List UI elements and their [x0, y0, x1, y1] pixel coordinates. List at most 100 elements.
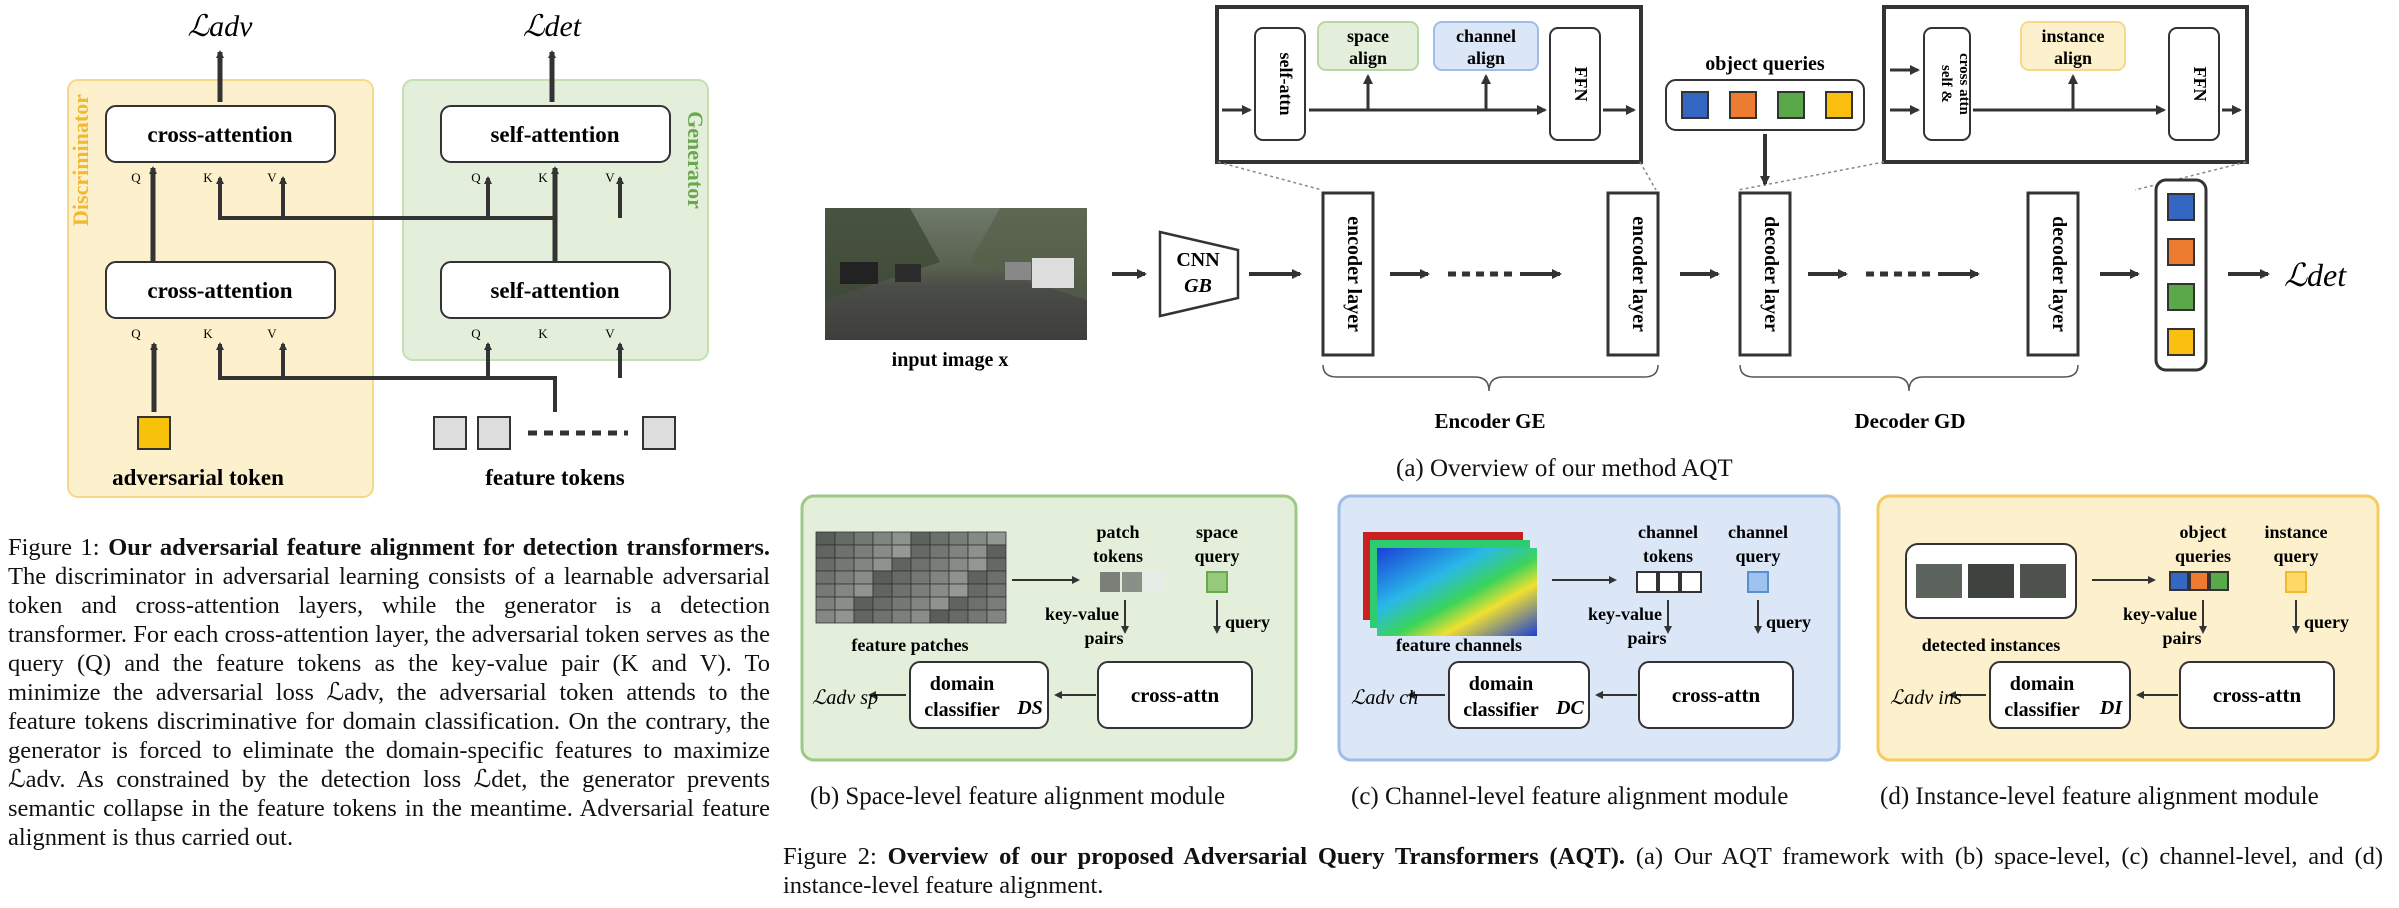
self-cross-attn-block [1923, 27, 1971, 141]
feature-patch [891, 583, 912, 598]
cross-attn-box [1638, 661, 1794, 729]
feature-patch [948, 557, 969, 572]
object-queries-box [1665, 79, 1865, 131]
figure2d-diagram: detected instances object queries instan… [1876, 494, 2380, 762]
svg-text:query: query [1736, 546, 1781, 566]
encoder-layer-n [1606, 191, 1660, 357]
svg-text:ℒadv ins: ℒadv ins [1890, 687, 1962, 709]
feature-patch [948, 531, 969, 546]
svg-text:cross attn: cross attn [1956, 53, 1972, 115]
svg-text:align: align [1349, 48, 1387, 68]
svg-text:FFN: FFN [1571, 67, 1591, 102]
feature-patch [910, 570, 931, 585]
object-query [1777, 91, 1805, 119]
svg-text:classifier: classifier [1463, 699, 1539, 721]
cross-attention-box-top [105, 105, 336, 163]
decoder-layer-n [2026, 191, 2080, 357]
svg-text:cross-attention: cross-attention [147, 122, 292, 147]
feature-patch [986, 544, 1007, 559]
instance-query-token [2285, 571, 2307, 593]
feature-patch [872, 570, 893, 585]
feature-patch [872, 531, 893, 546]
svg-text:self-attention: self-attention [490, 122, 619, 147]
feature-token [433, 416, 467, 450]
feature-patch [815, 557, 836, 572]
svg-text:DC: DC [1555, 697, 1584, 719]
feature-patch [872, 544, 893, 559]
svg-text:ℒadv ch: ℒadv ch [1351, 687, 1418, 709]
feature-tokens-label: feature tokens [485, 465, 625, 490]
svg-text:patch: patch [1096, 522, 1139, 542]
feature-patch [948, 583, 969, 598]
svg-text:domain: domain [1469, 673, 1533, 695]
adversarial-token-label: adversarial token [112, 465, 284, 490]
svg-text:object: object [2180, 522, 2227, 542]
svg-text:V: V [267, 326, 277, 341]
cross-attn-box [1097, 661, 1253, 729]
feature-patch [815, 544, 836, 559]
feature-patch [929, 583, 950, 598]
feature-patch [853, 583, 874, 598]
svg-text:query: query [2274, 546, 2319, 566]
feature-patch [891, 544, 912, 559]
object-query [1729, 91, 1757, 119]
svg-text:FFN: FFN [2190, 67, 2210, 102]
feature-patch [815, 596, 836, 611]
figure2d-caption: (d) Instance-level feature alignment mod… [1880, 783, 2319, 810]
feature-patch [967, 570, 988, 585]
cross-attn-box [2179, 661, 2335, 729]
feature-patch [834, 557, 855, 572]
svg-text:V: V [605, 170, 615, 185]
ffn-block [1549, 27, 1601, 141]
feature-patch [853, 531, 874, 546]
svg-text:Q: Q [471, 170, 481, 185]
svg-text:classifier: classifier [924, 699, 1000, 721]
feature-patch [948, 596, 969, 611]
adversarial-token [137, 416, 171, 450]
object-query-token [2169, 571, 2189, 591]
svg-text:Q: Q [471, 326, 481, 341]
svg-text:self-attn: self-attn [1276, 53, 1296, 116]
loss-det-label: ℒdet [523, 10, 582, 43]
object-queries-label: object queries [1705, 53, 1825, 75]
feature-patch [967, 583, 988, 598]
instance-align-block [2020, 21, 2126, 71]
svg-text:decoder layer: decoder layer [1760, 216, 1782, 332]
feature-patch [834, 609, 855, 624]
feature-patch [834, 570, 855, 585]
feature-patch [910, 609, 931, 624]
feature-patch [948, 570, 969, 585]
svg-text:V: V [605, 326, 615, 341]
ffn-block-decoder [2168, 27, 2220, 141]
channel-align-block [1433, 21, 1539, 71]
feature-patch [910, 531, 931, 546]
feature-patch [872, 596, 893, 611]
svg-text:cross-attn: cross-attn [1672, 683, 1761, 707]
loss-adv-label: ℒadv [188, 10, 254, 43]
svg-text:query: query [1195, 546, 1240, 566]
feature-patch [853, 557, 874, 572]
svg-text:align: align [2054, 48, 2092, 68]
encoder-label: Encoder GE [1434, 409, 1545, 433]
svg-text:cross-attn: cross-attn [2213, 683, 2302, 707]
svg-text:CNN: CNN [1176, 249, 1220, 271]
svg-text:pairs: pairs [2162, 628, 2201, 648]
feature-patch [929, 596, 950, 611]
svg-text:instance: instance [2042, 26, 2105, 46]
loss-det-output: ℒdet [2284, 257, 2347, 293]
svg-text:GB: GB [1184, 275, 1212, 297]
feature-patch [853, 570, 874, 585]
feature-patch [967, 557, 988, 572]
discriminator-label: Discriminator [68, 94, 93, 226]
feature-patch [929, 570, 950, 585]
feature-patch [910, 596, 931, 611]
feature-patch [948, 609, 969, 624]
svg-text:K: K [538, 170, 548, 185]
svg-text:space: space [1196, 522, 1238, 542]
svg-text:query: query [1225, 612, 1270, 632]
output-query [2167, 328, 2195, 356]
output-query [2167, 283, 2195, 311]
svg-text:key-value: key-value [2123, 604, 2197, 624]
object-query-token [2189, 571, 2209, 591]
figure2c-diagram: feature channels channel tokens channel … [1337, 494, 1841, 762]
